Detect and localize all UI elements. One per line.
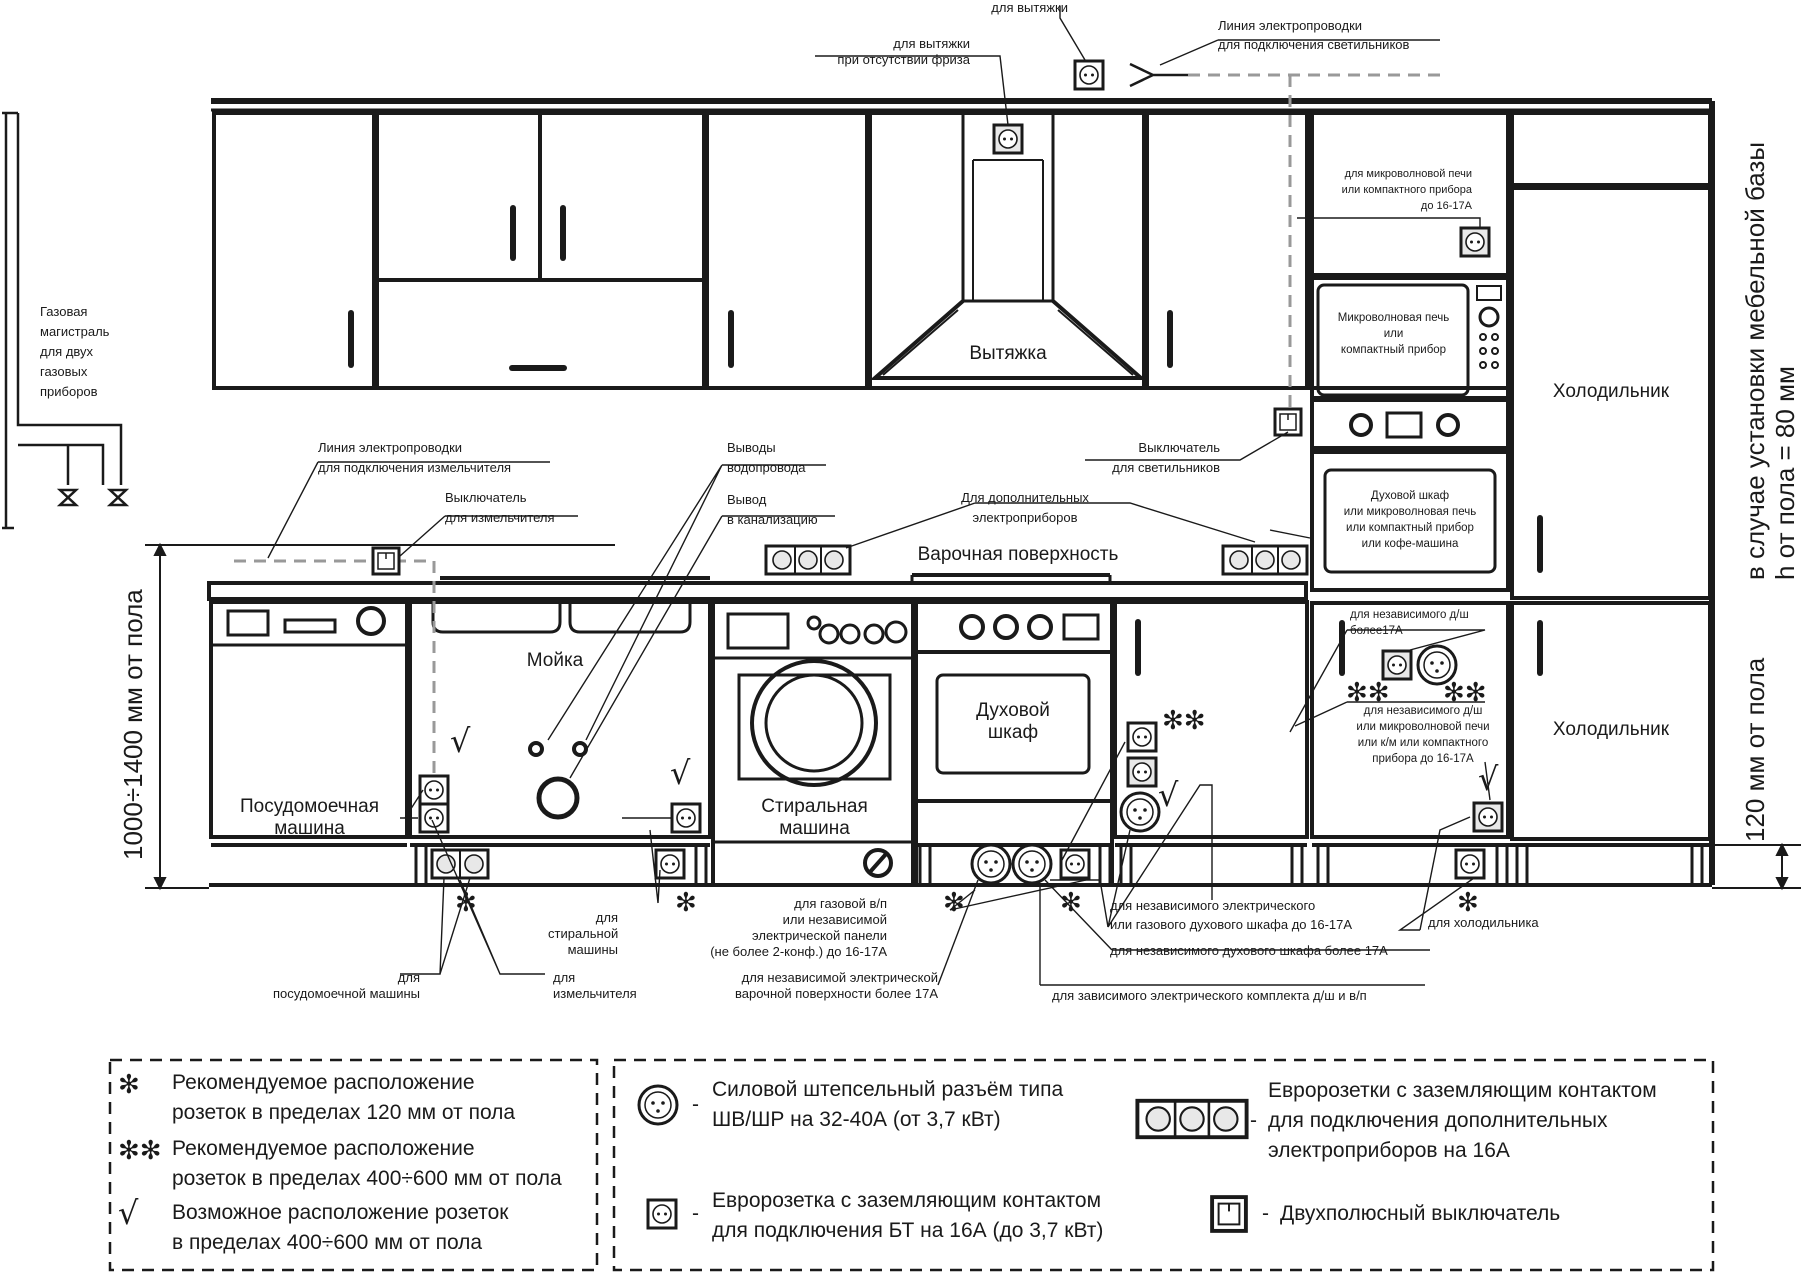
appliance-column [1310,101,1715,885]
star-washer: ✻ [675,888,697,918]
dishwasher-grinder-sockets-icon [430,848,490,880]
star-oven: ✻ [1060,888,1082,918]
sink-socket-upper-icon [418,774,450,806]
microwave-socket-label: для микроволновой печи или компактного п… [1341,168,1472,212]
water-outlets [528,741,588,820]
worktop [207,573,1308,601]
legend-check-text: Возможное расположение розеток в предела… [172,1201,509,1254]
legend-triple-icon [1135,1098,1249,1140]
check-mark-fridge: √ [1478,760,1499,798]
dependent-set-label: для зависимого электрического комплекта … [1052,988,1367,1003]
lower-cabinets [209,600,1712,887]
dishwasher-label: Посудомоечная машина [239,796,380,839]
for-fridge-label: для холодильника [1428,915,1539,930]
extra-sockets-right-icon [1221,544,1309,576]
legend-switch-text: Двухполюсный выключатель [1280,1202,1561,1225]
sewer-outlet-label: Вывод в канализацию [727,492,818,527]
furniture-h-label: h от пола = 80 мм [1770,366,1800,580]
star-dishwasher: ✻ [455,888,477,918]
legend-star-symbol: ✻ [118,1070,140,1100]
height-range-label: 1000÷1400 мм от пола [118,589,148,860]
double-star-dw-left: ✻✻ [1346,678,1390,708]
check-mark-sink: √ [450,722,471,760]
sink-socket-lower-icon [418,802,450,834]
legend-dash-power: - [692,1093,699,1116]
lighting-line-label: Линия электропроводки для подключения св… [1218,18,1410,52]
legend-double-star-text: Рекомендуемое расположение розеток в пре… [172,1137,562,1190]
indep-oven-17-label: для независимого духового шкафа более 17… [1110,943,1388,958]
light-switch-label: Выключатель для светильников [1112,440,1220,475]
hood-socket-icon [1073,59,1105,91]
check-mark-oven: √ [1158,776,1179,814]
oven-label: Духовой шкаф [976,700,1050,743]
indep-dw-17-label: для независимого д/ш более17А [1350,609,1469,637]
legend-double-star-symbol: ✻✻ [118,1136,162,1166]
legend-euro-icon [646,1198,678,1230]
microwave-socket-icon [1459,226,1491,258]
gas-heater-label: для газовой в/п или независимой электрич… [710,896,887,959]
indep-dw-16-label: для независимого д/ш или микроволновой п… [1356,705,1490,765]
fridge-upper-label: Холодильник [1552,381,1670,402]
legend-frames [108,1058,1715,1272]
height-120-label: 120 мм от пола [1740,657,1770,842]
leader-lines [267,6,1491,986]
electric-lines [234,73,1440,780]
hood-socket-label: для вытяжки [991,0,1068,15]
legend-switch-icon [1210,1195,1248,1233]
legend-dash-euro: - [692,1202,699,1225]
hob-label: Варочная поверхность [917,544,1119,565]
legend-triple-text: Евророзетки с заземляющим контактом для … [1268,1079,1657,1162]
legend-power-text: Силовой штепсельный разъём типа ШВ/ШР на… [712,1078,1064,1131]
power-connector-set-icon [1011,843,1053,885]
grinder-switch-icon [371,546,401,576]
indep-oven-16-label: для независимого электрического или газо… [1110,898,1353,932]
washer-label: Стиральная машина [761,796,868,839]
power-connector-hob-icon [970,843,1012,885]
fridge-socket-icon [1454,848,1486,880]
grinder-line-label: Линия электропроводки для подключения из… [318,440,512,475]
dw-socket-17-icon [1381,649,1413,681]
oven-socket-mid-icon [1126,756,1158,788]
fridge-lower-label: Холодильник [1552,719,1670,740]
indep-hob-17-label: для независимой электрической варочной п… [735,970,938,1001]
light-switch-icon [1273,407,1303,437]
sink-label: Мойка [526,650,584,671]
legend-check-symbol: √ [118,1194,139,1232]
water-outlets-label: Выводы водопровода [727,440,806,475]
legend-dash-triple: - [1250,1109,1257,1132]
gas-main-label: Газовая магистраль для двух газовых приб… [40,304,110,399]
check-mark-washer: √ [670,754,691,792]
oven-socket-stars-icon [1126,721,1158,753]
star-fridge: ✻ [1457,888,1479,918]
wire-end [1129,62,1188,88]
extra-appliances-label: Для дополнительных электроприборов [961,490,1089,525]
legend-power-icon [637,1084,679,1126]
dw-socket-16-icon [1472,801,1504,833]
for-dishwasher-label: для посудомоечной машины [272,970,420,1001]
gas-main-pipe [2,111,130,530]
oven-box-label: Духовой шкаф или микроволновая печь или … [1343,490,1477,550]
washer-socket-upper-icon [670,802,702,834]
legend-star-text: Рекомендуемое расположение розеток в пре… [172,1071,516,1124]
hood-socket-frieze-icon [992,123,1024,155]
power-connector-oven-icon [1119,791,1161,833]
furniture-base-label: в случае установки мебельной базы [1740,141,1770,580]
double-star-oven: ✻✻ [1162,706,1206,736]
star-hob: ✻ [943,888,965,918]
extra-sockets-left-icon [764,544,852,576]
grinder-switch-label: Выключатель для измельчителя [445,490,555,525]
double-star-dw-right: ✻✻ [1443,678,1487,708]
dimension-lines [145,542,1801,891]
hood-frieze-label: для вытяжки при отсутствии фриза [837,36,970,67]
hood-label: Вытяжка [969,343,1047,364]
microwave-box-label: Микроволновая печь или компактный прибор [1337,312,1450,356]
for-grinder-label: для измельчителя [553,970,637,1001]
legend-euro-text: Евророзетка с заземляющим контактом для … [712,1189,1104,1242]
legend-dash-switch: - [1262,1202,1269,1225]
for-washer-label: для стиральной машины [548,910,619,957]
